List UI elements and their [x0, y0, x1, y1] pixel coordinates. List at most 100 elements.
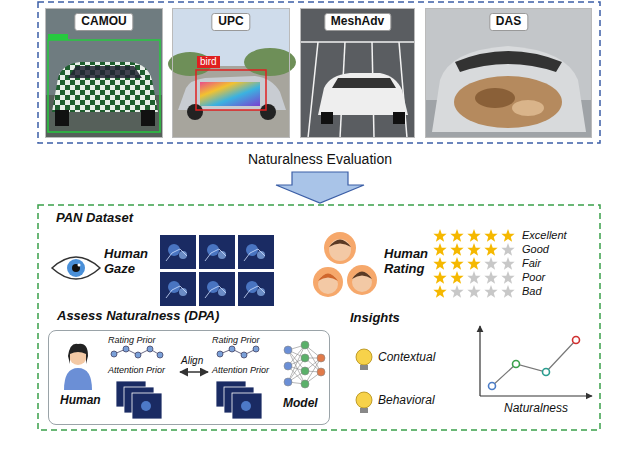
rater-faces-part: [313, 267, 343, 297]
rating-stars-part: [484, 285, 497, 298]
gaze-maps-part: [238, 235, 274, 269]
attack-frame: [38, 2, 600, 143]
rating-stars-part: [433, 271, 446, 284]
attack-image: CAMOU: [45, 8, 163, 138]
gaze-maps: [160, 235, 274, 306]
human-icon: [64, 344, 92, 390]
network-icon-part: [284, 346, 292, 354]
gaze-maps-part: [160, 235, 196, 269]
section-heading: Assess Naturalness (DPA): [57, 309, 219, 324]
evaluation-frame: [38, 205, 600, 430]
rating-prior-graph-part: [111, 351, 117, 357]
insight-label: Contextual: [378, 351, 435, 365]
rating-stars-part: [450, 271, 463, 284]
insight-label: Behavioral: [378, 394, 435, 408]
eye-icon-part: [78, 264, 81, 267]
upc-image-part: [196, 70, 266, 110]
rating-stars-part: [501, 257, 514, 270]
rating-stars-part: [450, 243, 463, 256]
upc-image-part: [244, 48, 296, 76]
attention-maps-part: [232, 393, 262, 419]
meshadv-image-part: [300, 8, 415, 138]
bulb-icon: [356, 349, 372, 413]
camou-image-part: [45, 8, 163, 138]
naturalness-chart-part: [543, 369, 550, 376]
rating-prior-graph-part: [157, 352, 163, 358]
gaze-maps-part: [199, 272, 235, 306]
naturalness-chart-part: [573, 337, 580, 344]
gaze-maps-part: [199, 235, 235, 269]
actor-label: Human: [60, 394, 101, 408]
meshadv-image-part: [332, 78, 396, 88]
human-icon-part: [64, 368, 92, 390]
camou-image-part: [141, 110, 155, 126]
rater-faces-part: [352, 272, 372, 280]
upc-image-part: [187, 104, 203, 120]
flow-arrow: [276, 172, 364, 203]
rating-stars-part: [467, 257, 480, 270]
rating-stars-part: [501, 229, 514, 242]
upc-image-part: [260, 104, 276, 120]
eye-icon-part: [72, 264, 80, 272]
eye-icon: [52, 257, 100, 279]
camou-image-part: [48, 34, 68, 40]
rating-level: Bad: [522, 285, 542, 298]
attack-image: MeshAdv: [300, 8, 415, 138]
upc-image: [168, 8, 296, 138]
rating-stars-part: [450, 229, 463, 242]
network-icon-part: [317, 368, 325, 376]
detection-tag: bird: [197, 56, 220, 68]
section-heading: PAN Dataset: [56, 211, 133, 226]
eye-icon-part: [52, 257, 100, 279]
rater-faces-part: [352, 272, 372, 292]
meshadv-image-part: [393, 112, 405, 124]
bulb-icon-part: [360, 408, 368, 413]
rating-prior-graph-part: [147, 346, 153, 352]
naturalness-chart-part: [513, 361, 520, 368]
actor-label: Model: [283, 397, 318, 411]
naturalness-chart: [480, 326, 592, 396]
naturalness-chart-part: [480, 395, 592, 396]
rating-stars-part: [484, 243, 497, 256]
method-label: MeshAdv: [324, 13, 391, 31]
attack-image: DAS: [425, 8, 592, 138]
network-icon-part: [301, 367, 309, 375]
gaze-label: Human Gaze: [104, 247, 158, 277]
rater-faces-part: [318, 274, 338, 294]
rating-stars-part: [450, 257, 463, 270]
rating-prior-graph-part: [217, 351, 223, 357]
das-image-part: [432, 46, 586, 132]
naturalness-chart-part: [479, 326, 480, 396]
camou-image-part: [52, 62, 158, 112]
network-icon-part: [301, 354, 309, 362]
rating-stars-part: [450, 285, 463, 298]
rating-stars-part: [467, 229, 480, 242]
camou-image-part: [68, 66, 142, 78]
network-icon-part: [284, 362, 292, 370]
naturalness-chart-part: [489, 383, 496, 390]
prior-label: Rating Prior: [108, 335, 156, 345]
das-image-part: [454, 76, 562, 128]
method-label: CAMOU: [74, 13, 133, 31]
attack-image: UPC: [172, 8, 290, 138]
rating-prior-graph-part: [135, 352, 141, 358]
align-arrow: [180, 371, 208, 373]
bulb-icon-part: [356, 349, 372, 365]
rater-faces-part: [347, 265, 377, 295]
rater-faces-part: [324, 232, 356, 264]
rating-prior-graph-part: [229, 346, 235, 352]
rating-level: Fair: [522, 257, 541, 270]
rating-stars-part: [467, 243, 480, 256]
rating-stars-part: [467, 285, 480, 298]
rating-stars-part: [467, 271, 480, 284]
rating-stars-part: [433, 285, 446, 298]
naturalness-chart-part: [492, 340, 576, 386]
prior-label: Attention Prior: [108, 365, 165, 375]
meshadv-image-part: [308, 42, 318, 138]
network-icon-part: [284, 378, 292, 386]
das-image-part: [475, 88, 515, 108]
camou-image: [45, 8, 163, 138]
meshadv-image-part: [318, 73, 408, 115]
prior-label: Attention Prior: [212, 365, 269, 375]
